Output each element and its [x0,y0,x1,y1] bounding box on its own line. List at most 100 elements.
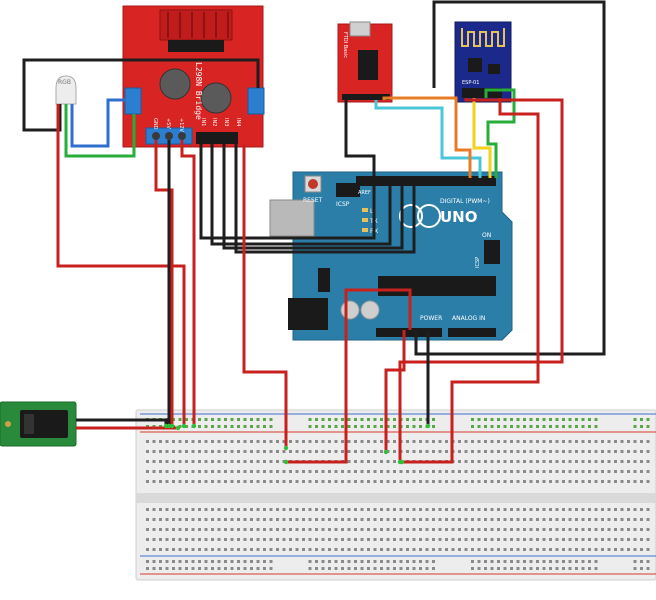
power-terminal-screw-1 [152,132,160,140]
input-header [196,132,238,144]
wire-end [283,445,289,451]
l-label: L [370,208,374,215]
wire-black-in1 [199,144,376,240]
rgb-led: RGB [55,75,77,105]
arduino-logo-left [399,204,423,228]
center-channel [136,493,656,503]
heatsink [159,9,233,41]
wire-red-driver-5v [180,140,196,426]
led-dome [55,75,77,105]
icsp2-label: ICSP [336,201,350,208]
wire-red-3v3 [384,330,406,452]
capacitor-1 [340,300,360,320]
wire-black-in3 [222,144,404,250]
aref-label: AREF [358,190,371,196]
wire-black-driver-loop [146,58,260,88]
wire-red-esp-chpd [402,98,540,464]
reset-button-cap [308,179,318,189]
dc-jack-inner [24,414,34,434]
power-terminal-screw-3 [178,132,186,140]
digital-header [356,176,496,186]
wire-end [283,459,289,465]
power-jack [288,298,328,330]
driver-pin-label: IN3 [223,118,229,126]
wires [22,0,606,464]
wire-cyan-ftdi [374,100,482,178]
wire-black-ftdi [344,100,376,176]
on-label: ON [482,232,491,239]
analog-label: ANALOG IN [452,315,485,322]
capacitor-2 [360,300,380,320]
icsp2-header [336,183,360,197]
capacitor-large-2 [200,82,232,114]
arduino-board: RESET ICSP DIGITAL (PWM~) AREF TX RX L O… [269,171,513,341]
wire-end [191,423,197,429]
rx-led [362,228,368,232]
uno-label: UNO [440,208,478,226]
wire-black-in2 [210,144,392,246]
power-label: POWER [420,315,442,322]
driver-pin-label: +5V [165,118,171,129]
driver-ic [168,40,224,52]
atmega-chip [378,276,496,296]
esp-antenna [461,28,505,47]
analog-header [448,328,496,337]
driver-pin-label: +12V [178,118,184,133]
wire-blue-led [70,98,126,148]
wire-orange-ftdi [382,96,472,178]
ftdi-label: FTDI Basic [342,32,348,58]
driver-pin-label: GND [152,118,158,130]
motor-a-terminal [124,87,142,115]
driver-pin-label: IN4 [235,118,241,126]
wire-black-in4 [234,144,416,254]
wire-green-led [64,104,136,158]
wire-yellow-esp [472,98,492,178]
driver-title: L298N Bridge [194,62,203,120]
wire-red-5v-bb [286,288,412,464]
wire-black-dcjack [76,418,168,426]
arduino-body [292,171,513,341]
wire-end [383,449,389,455]
capacitor-large-1 [159,68,191,100]
voltage-regulator [318,268,330,292]
wire-black-led-gnd [22,58,146,132]
esp-label: ESP-01 [462,80,479,86]
ftdi-header [342,94,390,100]
tx-led [362,218,368,222]
wire-end [163,423,169,429]
motor-b-terminal [247,87,265,115]
reset-label: RESET [303,197,323,204]
ftdi-board: FTDI Basic [337,21,393,103]
wire-red-driver-12v [154,140,174,426]
wire-red-esp-vcc [398,98,564,462]
dc-jack [0,401,77,447]
arduino-logo-right [417,204,441,228]
wire-end [175,425,181,431]
ftdi-usb [349,21,371,37]
l-led [362,208,368,212]
esp8266-module: ESP-01 [454,21,512,103]
power-terminal-screw-2 [165,132,173,140]
esp-header [462,88,502,98]
esp-chip [468,58,482,72]
wire-end [397,459,403,465]
wire-end [425,423,431,429]
wire-black-esp-gnd [414,0,606,356]
breadboard [135,409,656,581]
driver-pin-label: IN2 [211,118,217,126]
wire-endpoints [163,423,431,465]
esp-flash [488,64,500,74]
icsp1-header [484,240,500,264]
ftdi-chip [358,50,378,80]
wire-red-led [56,104,186,426]
digital-label: DIGITAL (PWM~) [440,198,490,205]
usb-port [269,199,315,237]
wire-end [181,423,187,429]
icsp1-label: ICSP [475,257,481,268]
wire-red-driver-vin [242,144,288,448]
power-header [376,328,442,337]
wire-green-esp [484,88,516,178]
